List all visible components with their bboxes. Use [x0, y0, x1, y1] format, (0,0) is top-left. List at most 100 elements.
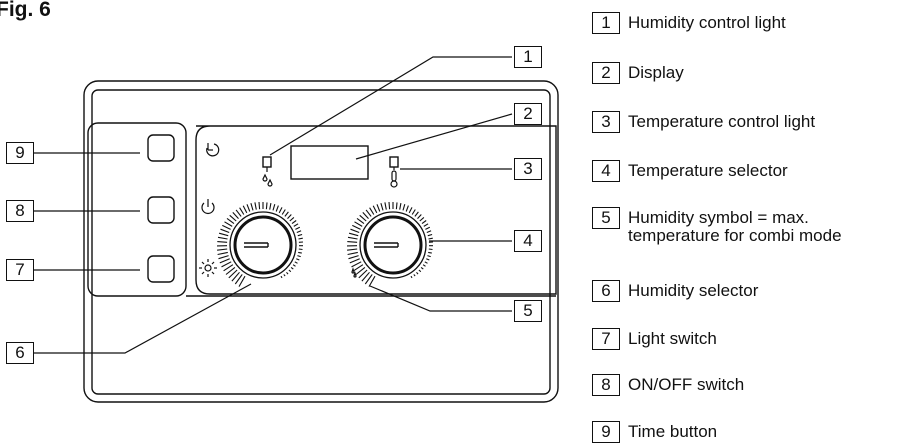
legend-item-3: 3 Temperature control light — [592, 111, 815, 133]
dial-tick — [284, 211, 289, 217]
humidity-symbol-icon — [351, 267, 357, 278]
dial-tick — [235, 209, 242, 217]
dial-tick — [347, 241, 358, 243]
legend-label: Humidity selector — [628, 281, 759, 300]
thermometer-icon — [390, 167, 398, 188]
callout-6: 6 — [6, 342, 34, 364]
dial-tick — [290, 266, 294, 270]
legend-item-1: 1 Humidity control light — [592, 12, 786, 34]
dial-tick — [428, 237, 433, 240]
light-switch[interactable] — [147, 255, 175, 283]
dial-tick — [292, 264, 296, 267]
dial-tick — [288, 269, 292, 273]
dial-tick — [408, 207, 413, 214]
leader-line-2 — [355, 113, 513, 160]
dial-tick — [280, 275, 283, 279]
dial-tick — [418, 269, 422, 273]
button-strip — [87, 122, 187, 297]
droplets-icon — [262, 167, 273, 187]
dial-tick — [283, 274, 286, 277]
legend-label: Display — [628, 63, 684, 82]
power-icon — [201, 199, 215, 214]
dial-tick — [364, 274, 373, 285]
dial-tick — [410, 275, 413, 279]
dial-tick — [296, 230, 302, 234]
leader-line-5 — [369, 285, 512, 312]
dial-tick — [298, 237, 303, 240]
dial-tick — [250, 203, 254, 211]
panel-outer-frame — [83, 80, 559, 403]
time-button[interactable] — [147, 134, 175, 162]
dial-tick — [269, 203, 272, 210]
dial-tick — [411, 209, 416, 215]
dial-tick — [399, 203, 402, 210]
dial-tick — [347, 236, 358, 240]
figure-title: Fig. 6 — [0, 0, 51, 21]
temperature-selector[interactable] — [346, 201, 434, 287]
legend-item-7: 7 Light switch — [592, 328, 717, 350]
dial-tick — [219, 258, 230, 264]
dial-tick — [281, 209, 286, 215]
dial-tick — [272, 204, 276, 211]
dial-tick — [402, 204, 406, 211]
dial-tick — [352, 224, 361, 230]
legend-label: ON/OFF switch — [628, 375, 745, 394]
dial-tick — [225, 266, 236, 275]
dial-tick — [296, 258, 300, 261]
dial-tick — [349, 258, 360, 264]
dial-tick — [297, 233, 303, 237]
legend-number: 4 — [592, 160, 620, 182]
legend-label: Temperature selector — [628, 161, 788, 180]
dial-tick — [226, 217, 235, 225]
leader-line-1 — [269, 56, 512, 156]
dial-tick — [380, 203, 384, 211]
callout-2: 2 — [514, 103, 542, 125]
dial-tick — [347, 248, 358, 251]
legend-number: 5 — [592, 207, 620, 229]
dial-tick — [388, 201, 391, 210]
dial-tick — [361, 271, 370, 282]
dial-tick — [414, 211, 419, 217]
humidity-selector[interactable] — [216, 201, 304, 287]
dial-tick — [275, 205, 279, 212]
dial-tick — [278, 207, 283, 214]
dial-tick — [354, 221, 363, 227]
dial-tick — [369, 207, 375, 215]
dial-tick — [217, 251, 228, 256]
dial-tick — [419, 216, 425, 222]
legend-item-9: 9 Time button — [592, 421, 717, 443]
dial-tick — [356, 217, 365, 225]
dial-tick — [350, 228, 360, 234]
dial-tick — [218, 255, 229, 260]
dial-tick — [424, 261, 428, 264]
dial-tick — [223, 264, 234, 272]
dial-tick — [229, 214, 237, 222]
temperature-control-light — [389, 156, 399, 168]
dial-tick — [242, 205, 248, 214]
dial-tick — [228, 269, 238, 279]
dial-tick — [298, 251, 302, 254]
dial-tick — [425, 226, 431, 230]
legend-number: 1 — [592, 12, 620, 34]
display — [290, 145, 369, 180]
dial-tick — [293, 223, 299, 227]
dial-tick — [222, 224, 231, 230]
dial-tick — [286, 271, 289, 275]
legend-number: 6 — [592, 280, 620, 302]
dial-tick — [265, 202, 268, 210]
dial-tick — [420, 266, 424, 270]
legend-number: 9 — [592, 421, 620, 443]
dial-tick — [405, 205, 409, 212]
on-off-switch[interactable] — [147, 196, 175, 224]
dial-tick — [421, 220, 427, 225]
dial-tick — [291, 220, 297, 225]
dial-tick — [426, 230, 432, 234]
dial-tick — [416, 271, 419, 275]
dial-tick — [365, 209, 372, 217]
legend-label: Humidity symbol = max.temperature for co… — [628, 208, 842, 245]
legend-number: 3 — [592, 111, 620, 133]
dial-tick — [217, 236, 228, 240]
dial-tick — [218, 232, 229, 237]
dial-tick — [217, 241, 228, 243]
